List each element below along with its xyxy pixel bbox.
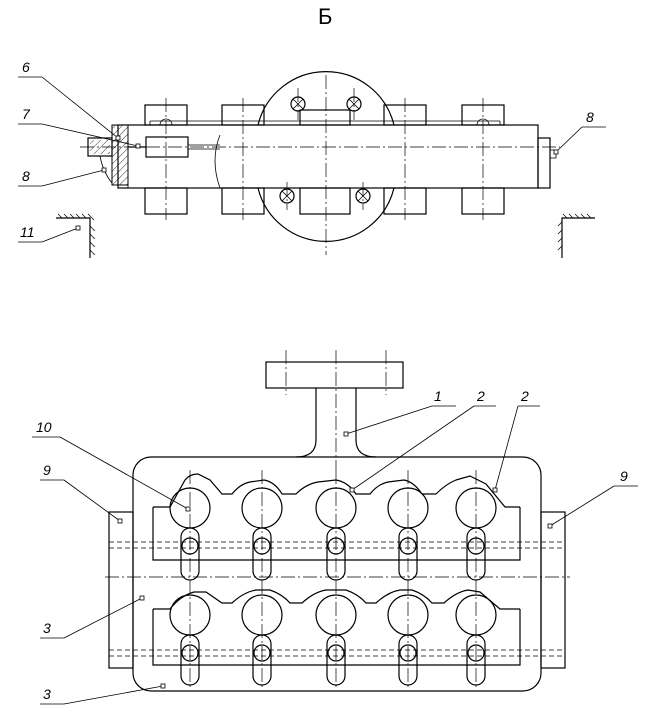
- upper-ports: [169, 487, 497, 581]
- support-left: [56, 213, 96, 258]
- top-view: [80, 71, 560, 255]
- callout-7: 7: [22, 106, 31, 122]
- callout-11: 11: [20, 224, 35, 240]
- callout-2b: 2: [520, 388, 529, 404]
- callout-9-left: 9: [43, 462, 51, 478]
- plan-view: [105, 350, 570, 692]
- callout-6: 6: [22, 59, 30, 75]
- callout-2a: 2: [476, 388, 485, 404]
- flange: [265, 361, 404, 389]
- callouts: 6 7 8 8 11 1 2 2: [18, 59, 638, 705]
- callout-9-right: 9: [620, 468, 628, 484]
- callout-1: 1: [434, 388, 442, 404]
- view-title: Б: [318, 4, 332, 29]
- callout-3a: 3: [43, 620, 51, 636]
- callout-10: 10: [36, 419, 52, 435]
- top-center-disc: [257, 71, 395, 126]
- support-right: [557, 213, 595, 258]
- callout-3b: 3: [43, 686, 51, 702]
- callout-8-left: 8: [22, 168, 30, 184]
- callout-8-right: 8: [586, 109, 594, 125]
- clamp-plate: [111, 124, 129, 186]
- lower-ports: [169, 594, 497, 686]
